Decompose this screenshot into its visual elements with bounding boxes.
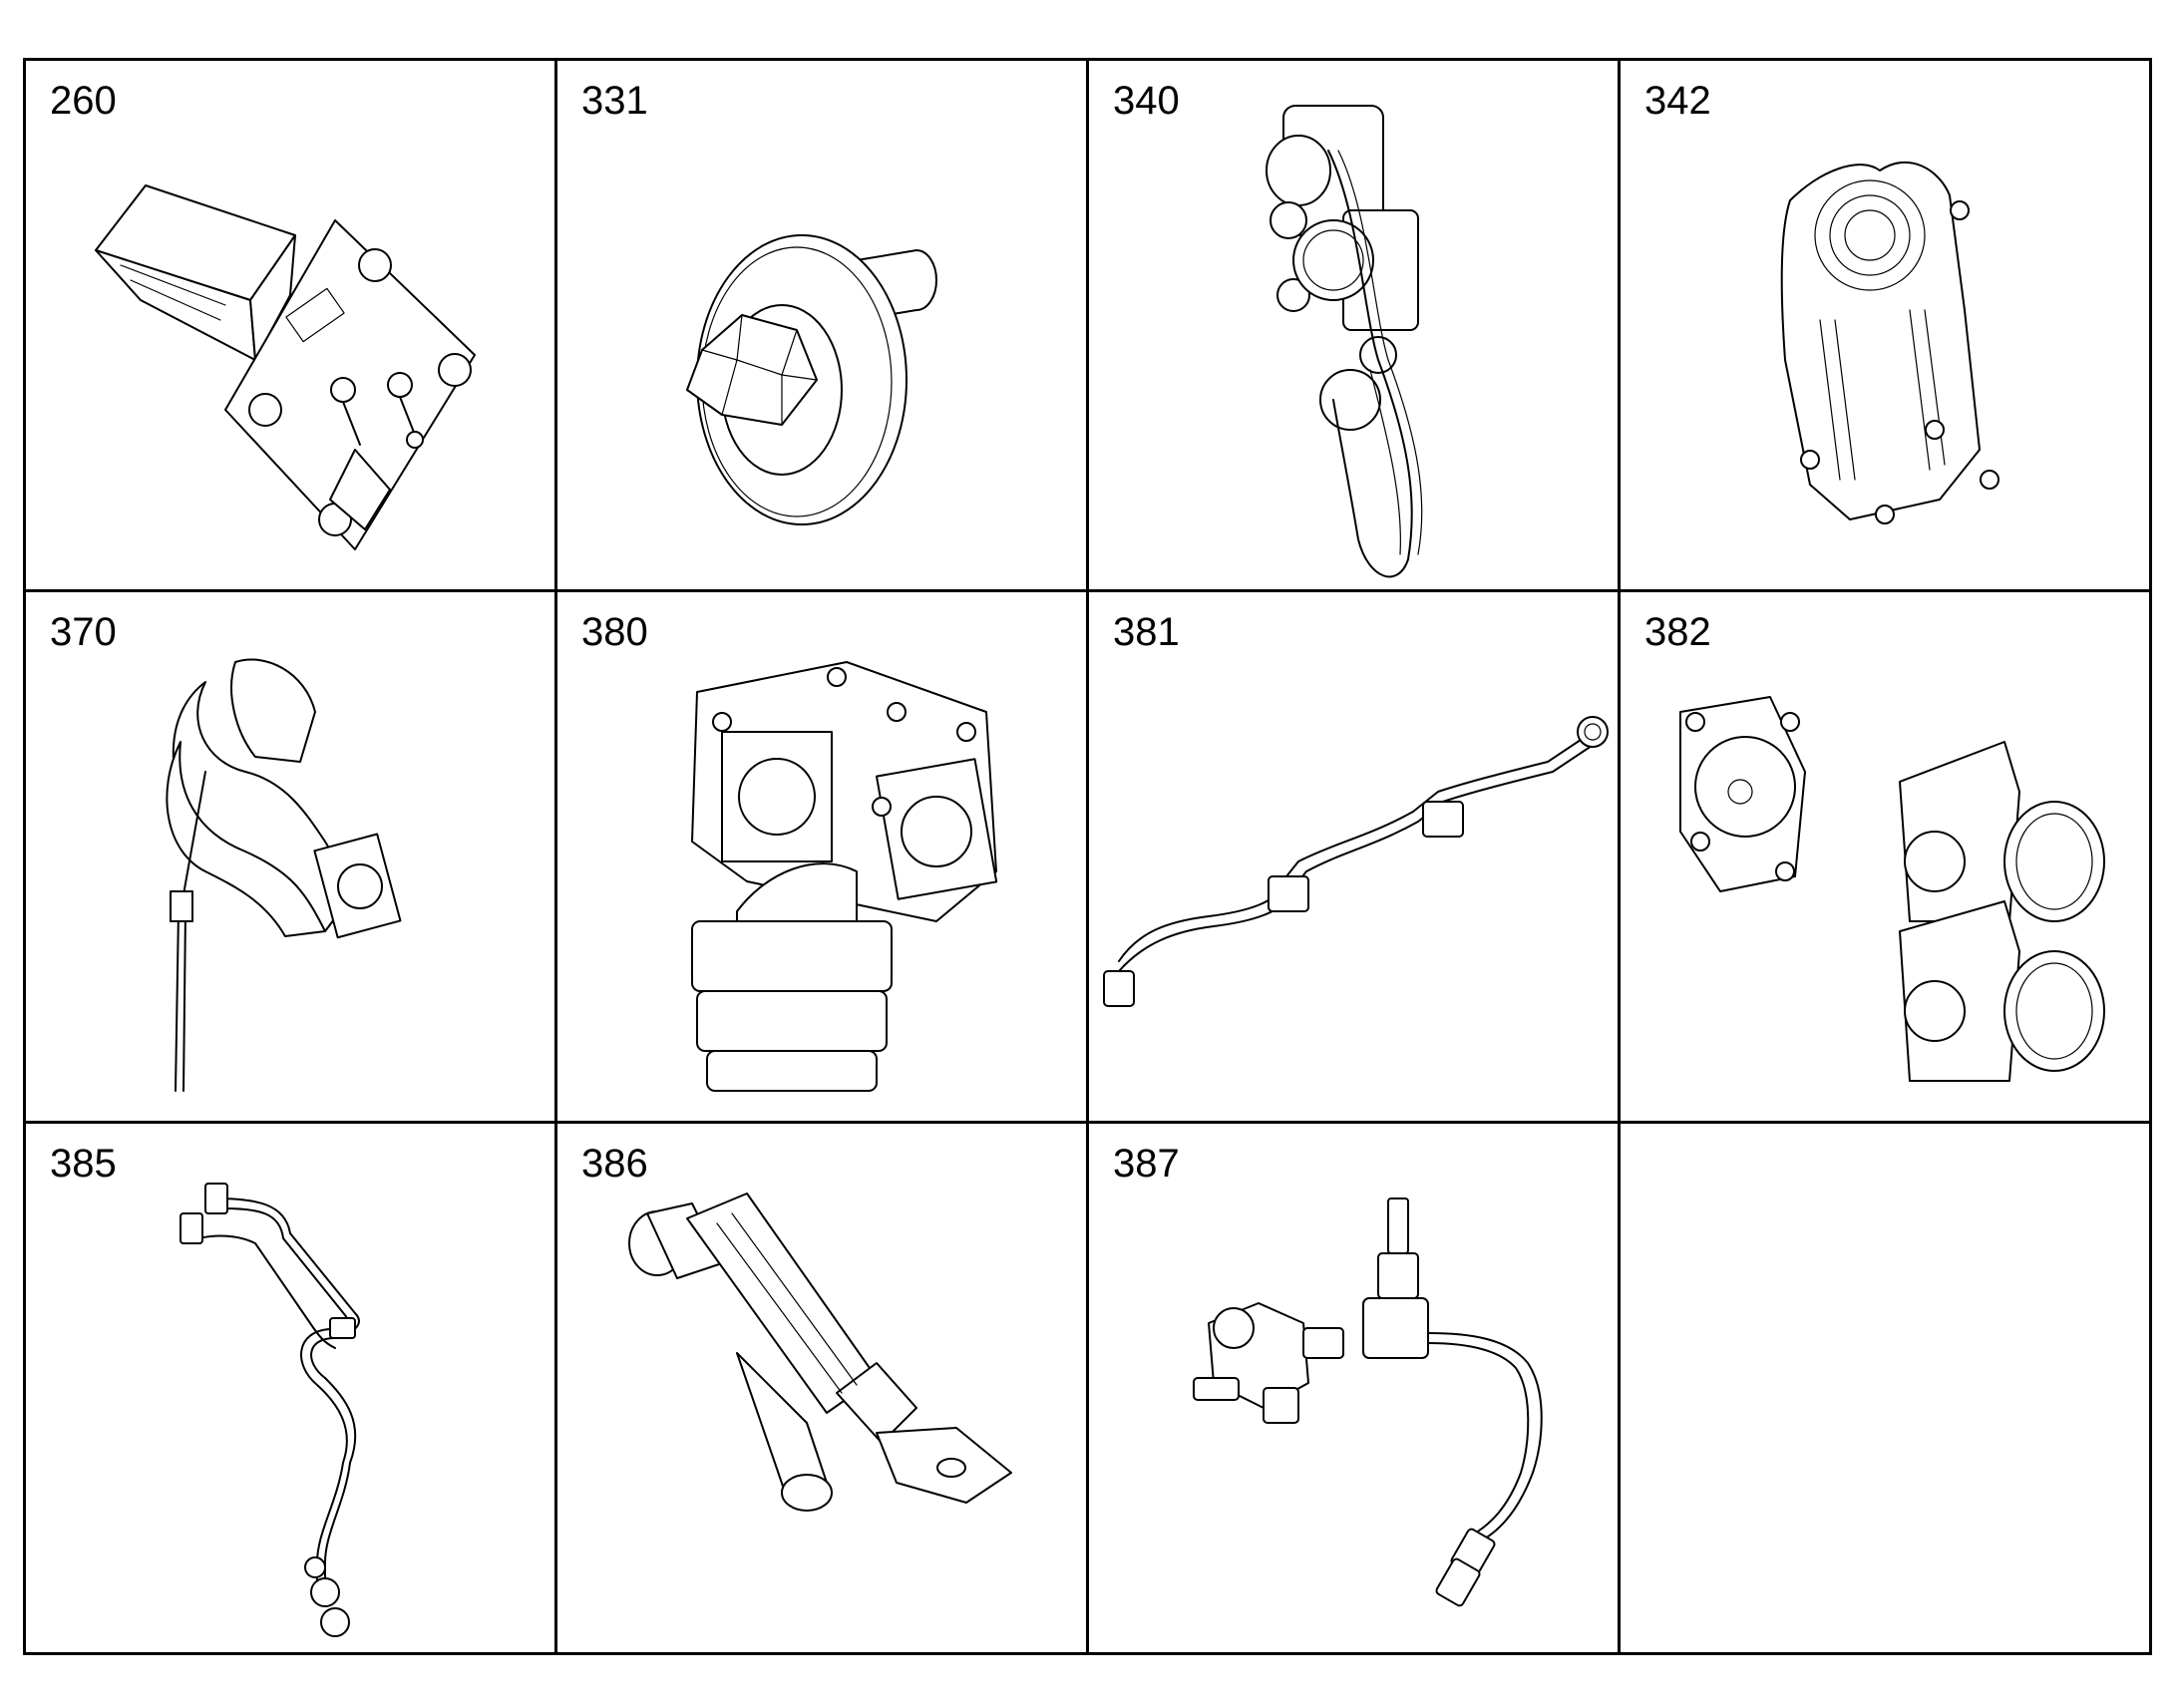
part-number-label: 342 <box>1644 79 1711 123</box>
part-number-label: 260 <box>50 79 117 123</box>
parts-grid: 260 331 <box>23 58 2152 1655</box>
part-cell-340[interactable]: 340 <box>1089 61 1621 592</box>
part-cell-370[interactable]: 370 <box>26 592 557 1124</box>
part-cell-342[interactable]: 342 <box>1621 61 2152 592</box>
part-cell-381[interactable]: 381 <box>1089 592 1621 1124</box>
part-number-label: 387 <box>1113 1142 1180 1186</box>
hydraulic-line-pipe-icon <box>26 1124 554 1652</box>
part-cell-382[interactable]: 382 <box>1621 592 2152 1124</box>
part-number-label: 385 <box>50 1142 117 1186</box>
plug-with-flange-icon <box>557 61 1086 589</box>
strainer-valve-icon <box>557 1124 1086 1652</box>
mounting-bracket-plate-icon <box>26 61 554 589</box>
part-cell-331[interactable]: 331 <box>557 61 1089 592</box>
thermostat-housings-icon <box>1621 592 2149 1121</box>
part-number-label: 370 <box>50 610 117 654</box>
valve-housing-block-icon <box>557 592 1086 1121</box>
fuel-line-pipe-icon <box>1089 592 1618 1121</box>
part-number-label: 340 <box>1113 79 1180 123</box>
empty-cell <box>1621 1124 2152 1655</box>
exhaust-manifold-pipe-icon <box>26 592 554 1121</box>
part-number-label: 381 <box>1113 610 1180 654</box>
part-number-label: 331 <box>581 79 648 123</box>
pipe-fitting-assembly-icon <box>1089 1124 1618 1652</box>
part-cell-385[interactable]: 385 <box>26 1124 557 1655</box>
part-number-label: 386 <box>581 1142 648 1186</box>
belt-drive-assembly-icon <box>1089 61 1618 589</box>
part-cell-380[interactable]: 380 <box>557 592 1089 1124</box>
part-number-label: 382 <box>1644 610 1711 654</box>
part-cell-387[interactable]: 387 <box>1089 1124 1621 1655</box>
part-cell-260[interactable]: 260 <box>26 61 557 592</box>
part-cell-386[interactable]: 386 <box>557 1124 1089 1655</box>
belt-cover-icon <box>1621 61 2149 589</box>
part-number-label: 380 <box>581 610 648 654</box>
